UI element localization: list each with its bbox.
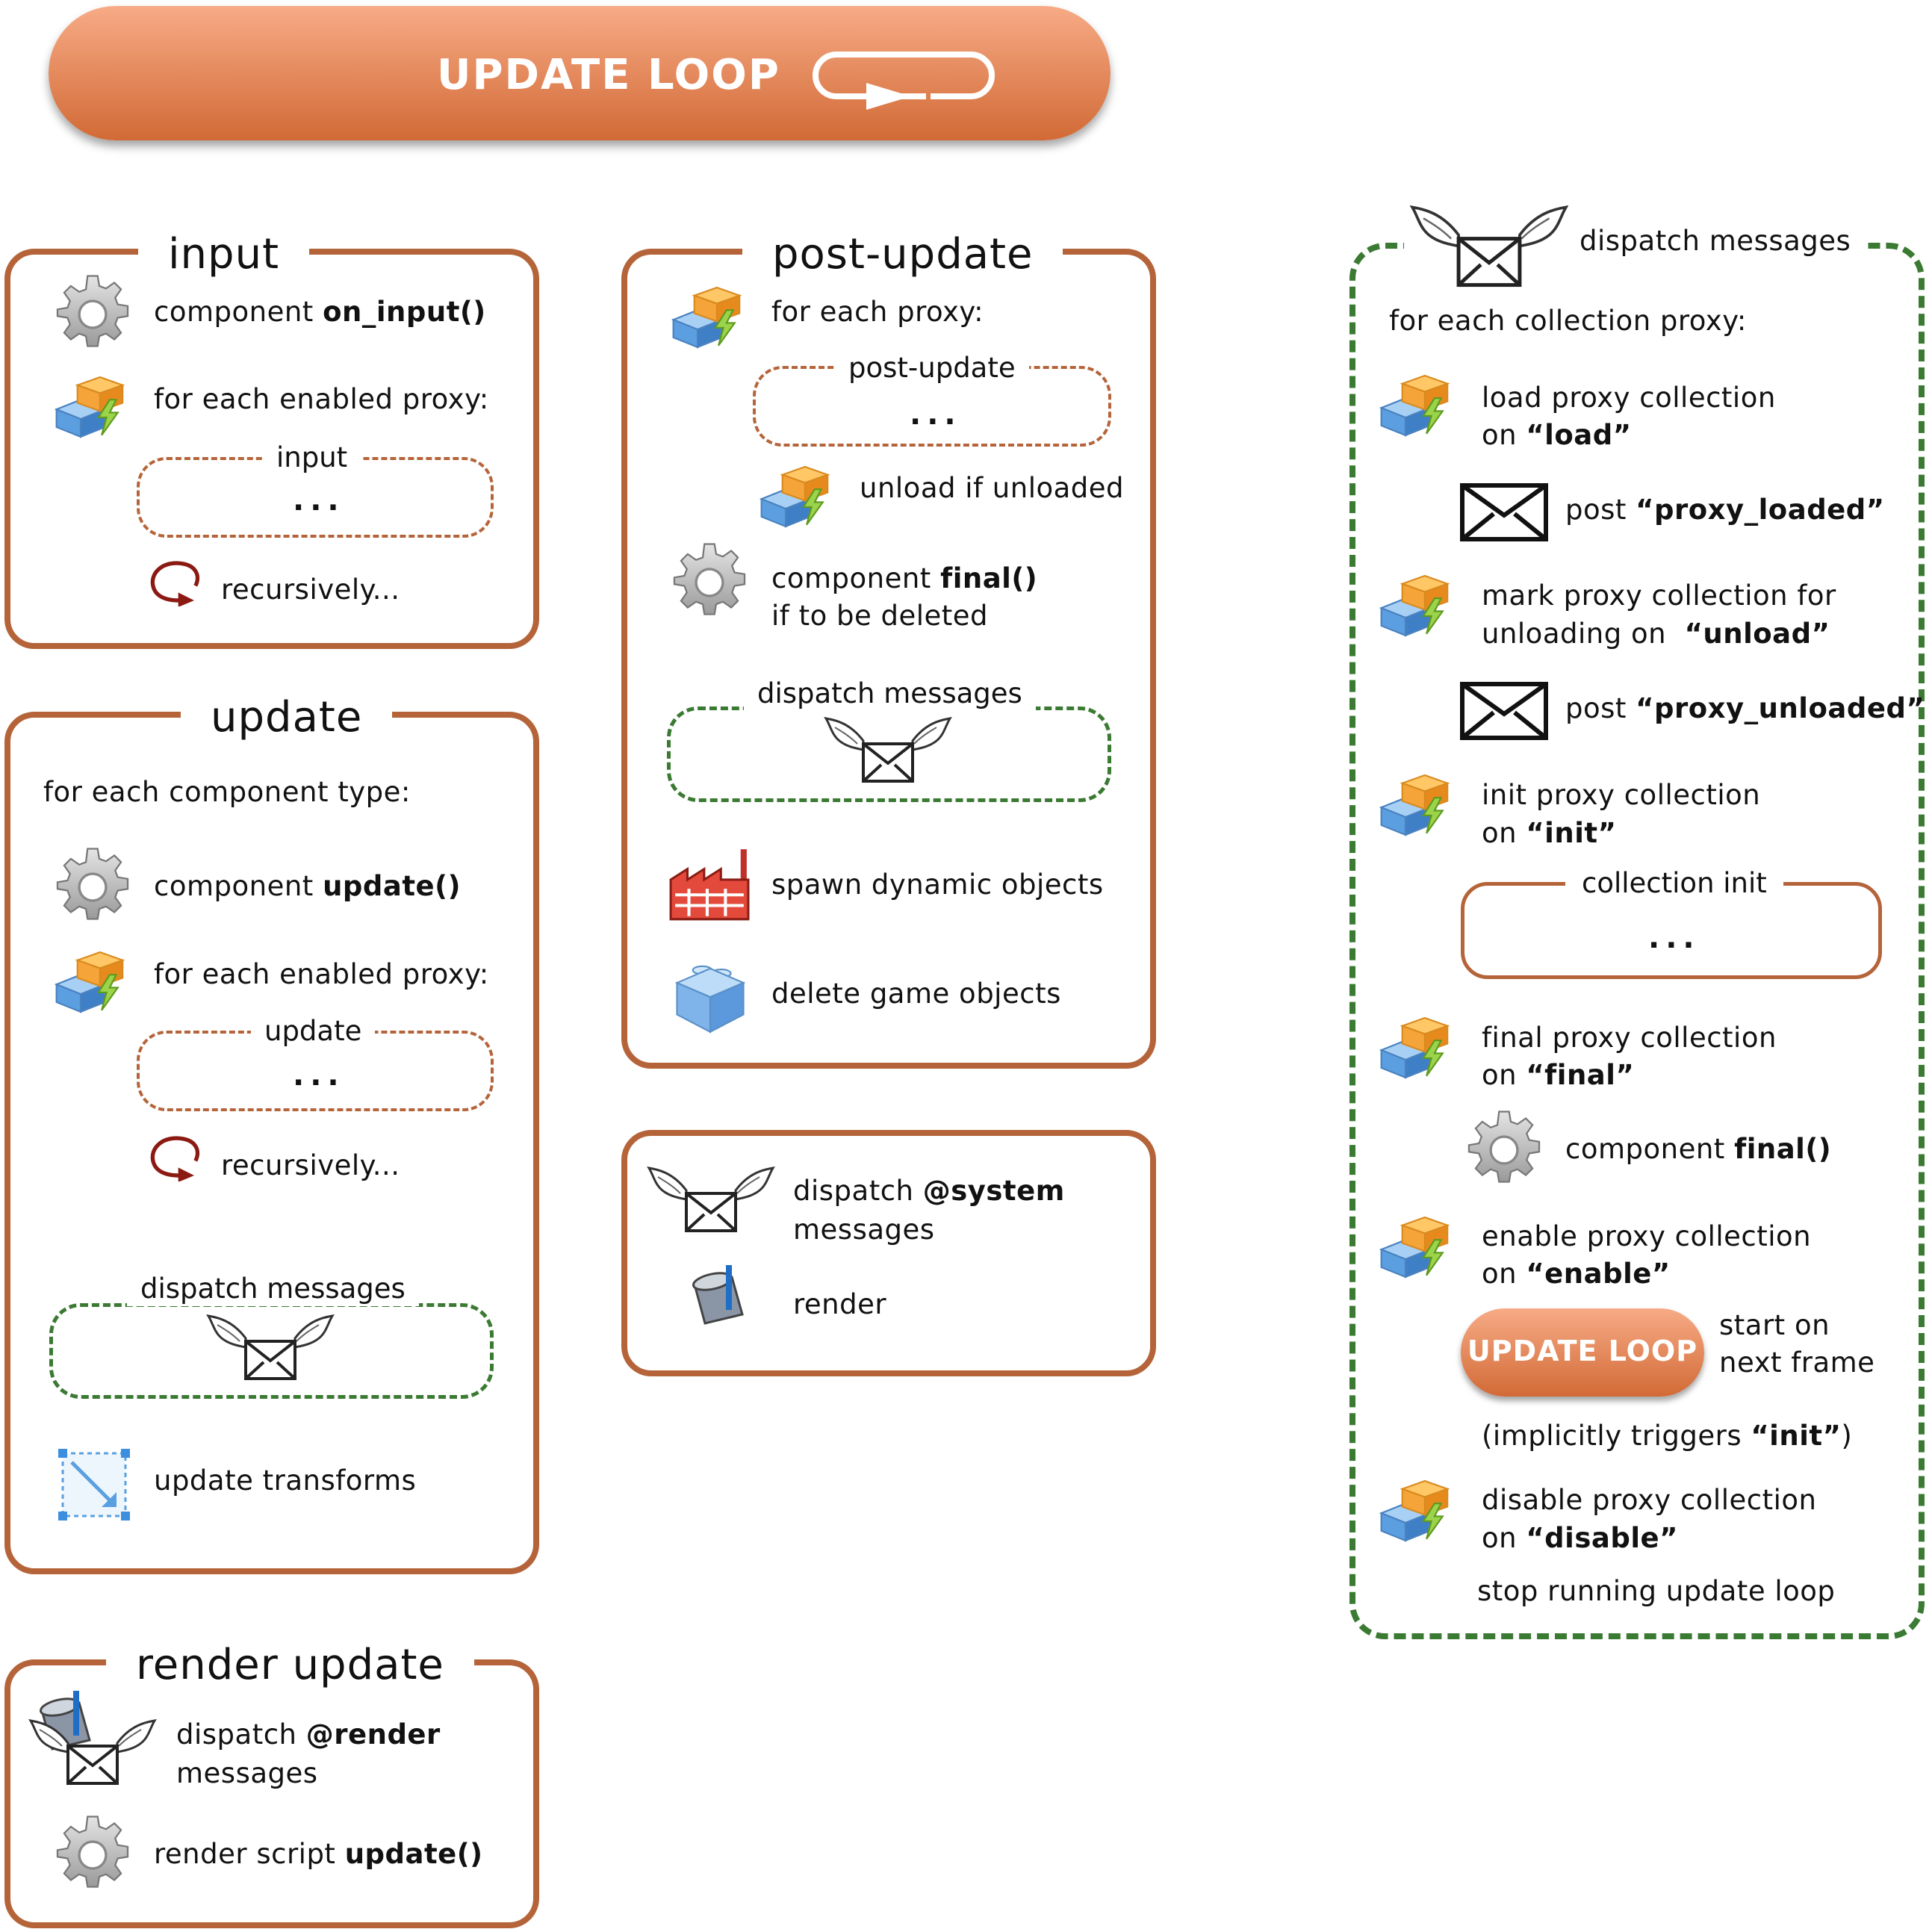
start-text-1: start on — [1719, 1309, 1830, 1341]
final-text-2: on “final” — [1482, 1059, 1635, 1091]
update-proxy-text: for each enabled proxy: — [154, 958, 489, 990]
dispatch-panel-title: dispatch messages — [1580, 225, 1851, 257]
transform-icon — [57, 1447, 131, 1522]
stop-text: stop running update loop — [1477, 1575, 1836, 1607]
update-loop-badge-label: UPDATE LOOP — [1467, 1335, 1698, 1367]
gear-icon — [51, 273, 134, 356]
post-sub-title: post-update — [835, 351, 1029, 385]
update-foreach-text: for each component type: — [43, 776, 411, 808]
load-text-2: on “load” — [1482, 419, 1632, 451]
factory-icon — [668, 845, 751, 923]
post-update-box — [621, 249, 1156, 1069]
init-text-2: on “init” — [1482, 817, 1617, 849]
envelope-icon — [1459, 481, 1549, 544]
update-loop-header: UPDATE LOOP — [49, 6, 1111, 140]
input-proxy-text: for each enabled proxy: — [154, 383, 489, 415]
update-loop-badge: UPDATE LOOP — [1461, 1308, 1704, 1397]
loop-icon — [813, 52, 995, 110]
system-box — [621, 1130, 1156, 1376]
input-component-text: component on_input() — [154, 296, 486, 328]
input-sub-title: input — [263, 441, 361, 475]
update-ellipsis: ... — [293, 1058, 345, 1093]
input-title: input — [138, 230, 310, 279]
update-box — [4, 712, 539, 1574]
implicit-text: (implicitly triggers “init”) — [1482, 1420, 1853, 1452]
input-recursive-text: recursively... — [221, 574, 400, 606]
gear-icon — [51, 1813, 134, 1897]
mark-text-1: mark proxy collection for — [1482, 580, 1836, 612]
gear-icon — [1462, 1108, 1546, 1192]
update-sub-title: update — [251, 1014, 376, 1049]
envelope-icon — [1459, 680, 1549, 742]
update-title: update — [181, 693, 393, 742]
final-text-1: final proxy collection — [1482, 1022, 1777, 1054]
proxy-icon — [49, 942, 131, 1023]
winged-envelope-icon — [206, 1311, 335, 1386]
update-recursive-text: recursively... — [221, 1149, 400, 1181]
winged-envelope-icon — [1410, 202, 1568, 294]
proxy-icon — [1374, 1471, 1456, 1552]
enable-text-1: enable proxy collection — [1482, 1220, 1812, 1252]
game-object-cube-icon — [671, 956, 750, 1035]
proxy-icon — [1374, 1008, 1456, 1089]
post-delete-text: delete game objects — [771, 978, 1061, 1010]
init-text-1: init proxy collection — [1482, 779, 1761, 811]
system-dispatch-text: dispatch @system — [793, 1175, 1065, 1207]
proxy-icon — [1374, 566, 1456, 647]
update-transforms-text: update transforms — [154, 1464, 417, 1497]
proxy-icon — [666, 278, 748, 358]
dispatch-foreach-text: for each collection proxy: — [1389, 305, 1747, 337]
winged-envelope-icon — [28, 1716, 157, 1791]
mark-text-2: unloading on “unload” — [1482, 618, 1830, 650]
proxy-icon — [1374, 366, 1456, 447]
render-script-text: render script update() — [154, 1838, 483, 1870]
proxy-icon — [754, 457, 836, 538]
post-proxy-text: for each proxy: — [771, 296, 984, 328]
proxy-icon — [1374, 1208, 1456, 1288]
post-unload-text: unload if unloaded — [860, 472, 1125, 504]
render-update-title: render update — [106, 1641, 474, 1690]
collection-init-ellipsis: ... — [1648, 921, 1700, 955]
post-spawn-text: spawn dynamic objects — [771, 869, 1104, 901]
load-text-1: load proxy collection — [1482, 382, 1776, 414]
render-bucket-icon — [680, 1262, 754, 1337]
post-deleted-text: if to be deleted — [771, 600, 989, 632]
collection-init-title: collection init — [1565, 866, 1783, 901]
system-render-text: render — [793, 1288, 887, 1320]
winged-envelope-icon — [647, 1164, 775, 1238]
update-dispatch-title: dispatch messages — [127, 1272, 419, 1306]
disable-text-1: disable proxy collection — [1482, 1484, 1817, 1516]
post-update-title: post-update — [742, 230, 1063, 279]
gear-icon — [51, 845, 134, 929]
update-component-text: component update() — [154, 870, 461, 902]
render-messages-text: messages — [176, 1757, 318, 1789]
final-component-text: component final() — [1565, 1133, 1832, 1165]
enable-text-2: on “enable” — [1482, 1258, 1671, 1290]
render-dispatch-text: dispatch @render — [176, 1718, 441, 1751]
winged-envelope-icon — [824, 714, 952, 789]
disable-text-2: on “disable” — [1482, 1522, 1678, 1554]
recursive-arrow-icon — [146, 559, 206, 606]
input-ellipsis: ... — [293, 483, 345, 518]
gear-icon — [668, 541, 751, 624]
header-title: UPDATE LOOP — [437, 51, 780, 99]
proxy-icon — [49, 367, 131, 448]
post-unloaded-text: post “proxy_unloaded” — [1565, 692, 1925, 724]
recursive-arrow-icon — [146, 1134, 206, 1181]
system-messages-text: messages — [793, 1214, 935, 1246]
proxy-icon — [1374, 765, 1456, 846]
post-component-text: component final() — [771, 562, 1038, 594]
post-ellipsis: ... — [910, 397, 962, 432]
post-loaded-text: post “proxy_loaded” — [1565, 494, 1885, 526]
start-text-2: next frame — [1719, 1347, 1875, 1379]
post-dispatch-title: dispatch messages — [744, 677, 1036, 711]
